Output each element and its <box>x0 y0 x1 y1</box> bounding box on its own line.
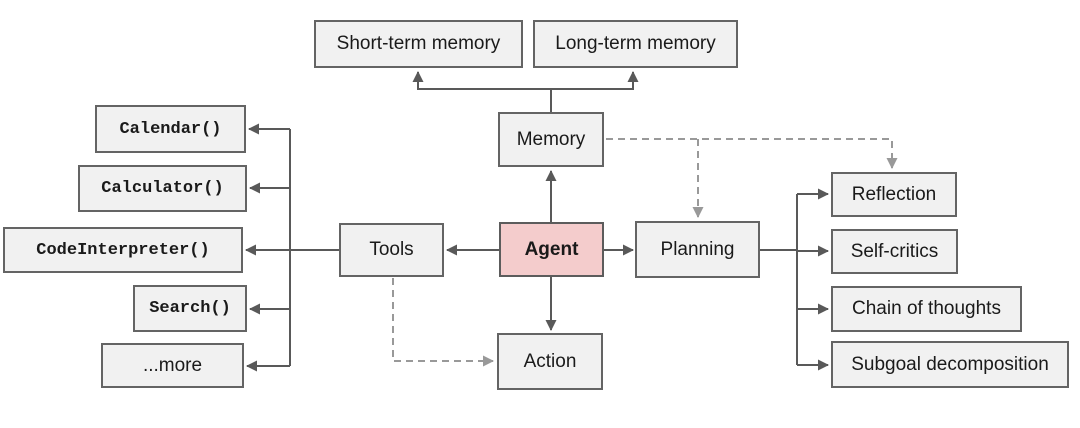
node-tools-label: Tools <box>369 239 414 260</box>
node-long-term-memory-label: Long-term memory <box>555 33 716 54</box>
node-search-label: Search() <box>149 299 231 318</box>
node-code-interpreter: CodeInterpreter() <box>3 227 243 273</box>
node-memory-label: Memory <box>516 128 586 150</box>
node-subgoal-decomposition-label: Subgoal decomposition <box>851 353 1049 375</box>
node-tools: Tools <box>339 223 444 277</box>
node-self-critics-label: Self-critics <box>850 240 939 262</box>
node-reflection: Reflection <box>831 172 957 217</box>
edge-memory-reflection-dashed <box>606 138 898 169</box>
node-long-term-memory: Long-term memory <box>533 20 738 68</box>
node-planning-label: Planning <box>660 238 735 260</box>
edge-tools-action-dashed <box>392 278 494 367</box>
node-short-term-memory: Short-term memory <box>314 20 523 68</box>
node-subgoal-decomposition: Subgoal decomposition <box>831 341 1069 388</box>
edge-planning-trunk <box>760 194 798 365</box>
edge-memory-short-term <box>412 71 551 90</box>
node-self-critics: Self-critics <box>831 229 958 274</box>
node-calendar-label: Calendar() <box>119 119 222 139</box>
node-chain-of-thoughts-label: Chain of thoughts <box>852 298 1001 319</box>
node-reflection-label: Reflection <box>851 183 937 205</box>
edge-tools-trunk <box>289 129 339 366</box>
node-search: Search() <box>133 285 247 332</box>
node-memory: Memory <box>498 112 604 167</box>
node-more: ...more <box>101 343 244 388</box>
node-short-term-memory-label: Short-term memory <box>336 33 501 54</box>
node-planning: Planning <box>635 221 760 278</box>
node-code-interpreter-label: CodeInterpreter() <box>36 240 210 260</box>
node-agent: Agent <box>499 222 604 277</box>
edge-memory-long-term <box>551 71 639 90</box>
node-agent-label: Agent <box>524 238 579 260</box>
node-chain-of-thoughts: Chain of thoughts <box>831 286 1022 332</box>
node-calendar: Calendar() <box>95 105 246 153</box>
node-calculator: Calculator() <box>78 165 247 212</box>
node-action: Action <box>497 333 603 390</box>
node-action-label: Action <box>523 350 577 372</box>
node-calculator-label: Calculator() <box>101 179 224 198</box>
node-more-label: ...more <box>142 354 203 376</box>
